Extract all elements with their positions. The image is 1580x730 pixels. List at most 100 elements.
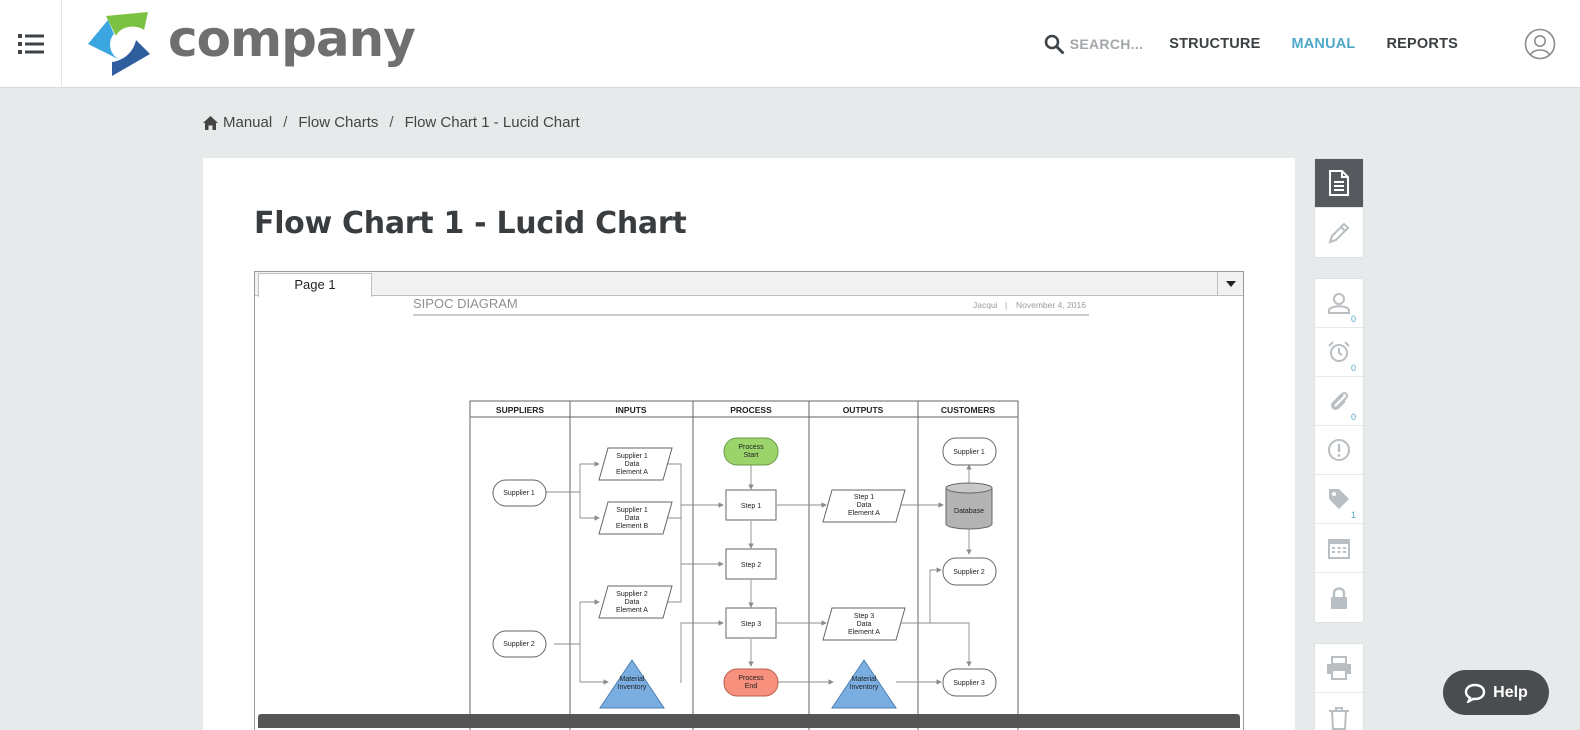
customer-supplier-3-shape bbox=[942, 668, 997, 697]
nav-reports[interactable]: REPORTS bbox=[1386, 36, 1458, 52]
nav-manual[interactable]: MANUAL bbox=[1291, 36, 1356, 52]
input-s1-data-b-line3: Element B bbox=[616, 523, 649, 530]
print-button[interactable] bbox=[1315, 644, 1363, 693]
output-step3-line3: Element A bbox=[848, 629, 880, 636]
embed-tab-page-1[interactable]: Page 1 bbox=[258, 273, 372, 297]
printer-icon bbox=[1327, 656, 1351, 680]
meta-tools: 0 0 0 bbox=[1314, 278, 1364, 623]
tag-button[interactable]: 1 bbox=[1315, 475, 1363, 524]
lock-button[interactable] bbox=[1315, 573, 1363, 622]
reminder-button[interactable]: 0 bbox=[1315, 328, 1363, 377]
reminder-count: 0 bbox=[1350, 363, 1356, 373]
step-1-label: Step 1 bbox=[741, 503, 761, 510]
person-icon bbox=[1328, 293, 1350, 314]
step-2-shape bbox=[725, 548, 777, 580]
input-s1-data-b-line2: Data bbox=[625, 515, 640, 522]
supplier-1-label: Supplier 1 bbox=[503, 490, 535, 497]
attachment-button[interactable]: 0 bbox=[1315, 377, 1363, 426]
breadcrumb: Manual / Flow Charts / Flow Chart 1 - Lu… bbox=[203, 114, 580, 131]
embed-viewer-controls[interactable] bbox=[258, 714, 1240, 728]
search-button[interactable]: SEARCH... bbox=[1044, 34, 1144, 54]
user-profile-icon[interactable] bbox=[1524, 28, 1556, 60]
output-step3-line1: Step 3 bbox=[854, 613, 874, 620]
chat-bubble-icon bbox=[1464, 683, 1486, 703]
alarm-clock-icon bbox=[1328, 341, 1350, 362]
lucidchart-embed[interactable]: Page 1 SIPOC DIAGRAM Jacqui | November 4… bbox=[254, 271, 1244, 730]
column-process: PROCESS bbox=[730, 405, 772, 415]
content-card: Flow Chart 1 - Lucid Chart Page 1 SIPOC … bbox=[203, 158, 1295, 730]
issue-button[interactable] bbox=[1315, 426, 1363, 475]
process-start-line1: Process bbox=[738, 444, 764, 451]
view-tools bbox=[1314, 158, 1364, 258]
output-material-line1: Material bbox=[852, 676, 877, 683]
embed-dropdown-button[interactable] bbox=[1217, 272, 1243, 296]
people-count: 0 bbox=[1350, 314, 1356, 324]
input-s1-data-b-shape bbox=[598, 501, 673, 535]
breadcrumb-manual[interactable]: Manual bbox=[223, 114, 273, 131]
attachment-count: 0 bbox=[1350, 412, 1356, 422]
edit-button[interactable] bbox=[1315, 208, 1363, 257]
logo-text: company bbox=[168, 10, 416, 68]
customer-supplier-2-shape bbox=[942, 557, 997, 586]
customer-supplier-1-label: Supplier 1 bbox=[953, 449, 985, 456]
home-icon[interactable] bbox=[203, 115, 218, 130]
output-step1-line2: Data bbox=[857, 502, 872, 509]
customer-supplier-1-shape bbox=[942, 437, 997, 466]
output-material-line2: Inventory bbox=[850, 684, 879, 691]
supplier-1-shape bbox=[492, 479, 547, 507]
page-title: Flow Chart 1 - Lucid Chart bbox=[254, 206, 687, 241]
diagram-date: November 4, 2016 bbox=[1016, 300, 1086, 310]
step-2-label: Step 2 bbox=[741, 562, 761, 569]
breadcrumb-current: Flow Chart 1 - Lucid Chart bbox=[404, 114, 580, 131]
paperclip-icon bbox=[1330, 391, 1349, 410]
step-1-shape bbox=[725, 489, 777, 521]
breadcrumb-flow-charts[interactable]: Flow Charts bbox=[298, 114, 379, 131]
alert-circle-icon bbox=[1328, 439, 1350, 461]
input-s1-data-a-shape bbox=[598, 447, 673, 481]
top-nav: SEARCH... STRUCTURE MANUAL REPORTS bbox=[1044, 0, 1580, 88]
menu-icon[interactable] bbox=[0, 0, 62, 88]
input-s2-data-a-line3: Element A bbox=[616, 607, 648, 614]
input-material-line2: Inventory bbox=[618, 684, 647, 691]
output-step1-line1: Step 1 bbox=[854, 494, 874, 501]
process-end-shape bbox=[723, 668, 779, 697]
sipoc-diagram: SIPOC DIAGRAM Jacqui | November 4, 2016 … bbox=[413, 296, 1089, 730]
input-s1-data-a-line1: Supplier 1 bbox=[616, 453, 648, 460]
calendar-icon bbox=[1328, 539, 1350, 559]
output-step1-line3: Element A bbox=[848, 510, 880, 517]
search-label: SEARCH... bbox=[1069, 36, 1144, 52]
trash-icon bbox=[1329, 706, 1349, 730]
breadcrumb-separator: / bbox=[283, 114, 288, 131]
input-s2-data-a-shape bbox=[598, 585, 673, 619]
calendar-button[interactable] bbox=[1315, 524, 1363, 573]
process-start-line2: Start bbox=[744, 452, 759, 459]
column-outputs: OUTPUTS bbox=[843, 405, 884, 415]
logo-mark-icon bbox=[88, 12, 150, 76]
database-shape bbox=[945, 488, 993, 530]
company-logo[interactable]: company bbox=[86, 10, 416, 78]
output-step1-data-shape bbox=[822, 489, 906, 523]
output-step3-data-shape bbox=[822, 607, 906, 641]
step-3-label: Step 3 bbox=[741, 621, 761, 628]
document-icon bbox=[1329, 170, 1349, 196]
nav-structure[interactable]: STRUCTURE bbox=[1169, 36, 1261, 52]
input-s1-data-a-line2: Data bbox=[625, 461, 640, 468]
lock-icon bbox=[1331, 586, 1347, 609]
tag-icon bbox=[1329, 489, 1349, 509]
breadcrumb-separator: / bbox=[389, 114, 394, 131]
input-s2-data-a-line2: Data bbox=[625, 599, 640, 606]
supplier-2-shape bbox=[492, 630, 547, 658]
chevron-down-icon bbox=[1225, 281, 1236, 287]
delete-button[interactable] bbox=[1315, 693, 1363, 730]
help-button[interactable]: Help bbox=[1443, 670, 1549, 715]
supplier-2-label: Supplier 2 bbox=[503, 641, 535, 648]
output-step3-line2: Data bbox=[857, 621, 872, 628]
people-button[interactable]: 0 bbox=[1315, 279, 1363, 328]
process-end-line1: Process bbox=[738, 675, 764, 682]
input-s2-data-a-line1: Supplier 2 bbox=[616, 591, 648, 598]
document-view-button[interactable] bbox=[1315, 159, 1363, 208]
input-s1-data-a-line3: Element A bbox=[616, 469, 648, 476]
step-3-shape bbox=[725, 607, 777, 639]
tag-count: 1 bbox=[1350, 510, 1356, 520]
database-top bbox=[945, 482, 993, 494]
